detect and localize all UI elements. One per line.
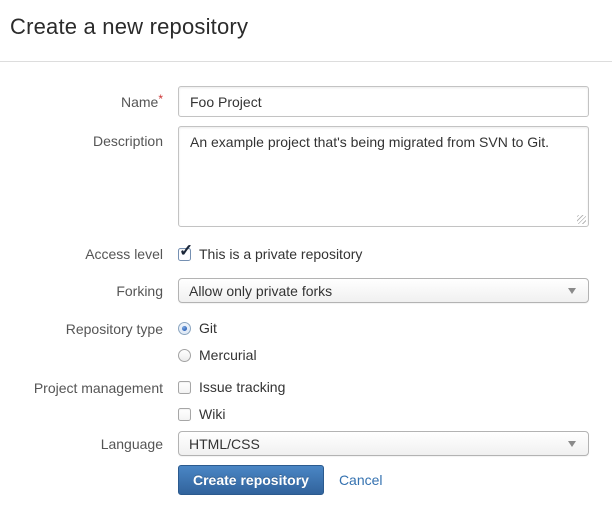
repository-type-label: Repository type <box>65 321 163 337</box>
access-level-label: Access level <box>85 246 163 262</box>
project-management-options: Issue tracking Wiki <box>178 377 589 424</box>
project-management-label: Project management <box>33 380 163 396</box>
language-selected-value: HTML/CSS <box>189 435 260 452</box>
name-label: Name* <box>120 91 163 110</box>
dropdown-arrow-icon <box>568 288 576 294</box>
mercurial-radio[interactable] <box>178 348 191 362</box>
private-repo-checkbox[interactable] <box>178 241 193 261</box>
name-input[interactable] <box>178 86 589 117</box>
language-row: Language HTML/CSS <box>0 431 590 456</box>
page-header: Create a new repository <box>0 0 612 62</box>
access-level-row: Access level This is a private repositor… <box>0 241 590 264</box>
forking-row: Forking Allow only private forks <box>0 278 590 303</box>
required-asterisk: * <box>158 91 163 106</box>
mercurial-radio-label: Mercurial <box>199 347 257 363</box>
issue-tracking-checkbox[interactable] <box>178 380 191 394</box>
forking-label: Forking <box>116 282 163 299</box>
repository-type-row: Repository type Git Mercurial <box>0 318 590 365</box>
actions-row: Create repository Cancel <box>0 465 590 495</box>
forking-selected-value: Allow only private forks <box>189 282 333 299</box>
repo-type-option-mercurial: Mercurial <box>178 345 589 365</box>
create-repository-form: Name* Description An example project tha… <box>0 86 590 495</box>
name-row: Name* <box>0 86 590 117</box>
language-select[interactable]: HTML/CSS <box>178 431 589 456</box>
description-label: Description <box>92 133 163 149</box>
description-textarea-wrap: An example project that's being migrated… <box>178 126 589 227</box>
create-repository-button[interactable]: Create repository <box>178 465 324 495</box>
repo-type-option-git: Git <box>178 318 589 338</box>
project-management-row: Project management Issue tracking Wiki <box>0 377 590 424</box>
repository-type-options: Git Mercurial <box>178 318 589 365</box>
git-radio-label: Git <box>199 320 217 336</box>
private-repo-option: This is a private repository <box>178 241 589 264</box>
issue-tracking-checkbox-label: Issue tracking <box>199 379 286 395</box>
forking-select[interactable]: Allow only private forks <box>178 278 589 303</box>
language-label: Language <box>100 435 163 452</box>
issue-tracking-option: Issue tracking <box>178 377 589 397</box>
form-actions: Create repository Cancel <box>178 465 589 495</box>
wiki-option: Wiki <box>178 404 589 424</box>
wiki-checkbox-label: Wiki <box>199 406 226 422</box>
git-radio[interactable] <box>178 321 191 335</box>
description-textarea[interactable]: An example project that's being migrated… <box>178 126 589 227</box>
page-title: Create a new repository <box>10 14 249 39</box>
cancel-link[interactable]: Cancel <box>338 472 383 488</box>
private-repo-checkbox-label: This is a private repository <box>199 246 363 262</box>
wiki-checkbox[interactable] <box>178 407 191 421</box>
dropdown-arrow-icon <box>568 441 576 447</box>
description-row: Description An example project that's be… <box>0 126 590 227</box>
